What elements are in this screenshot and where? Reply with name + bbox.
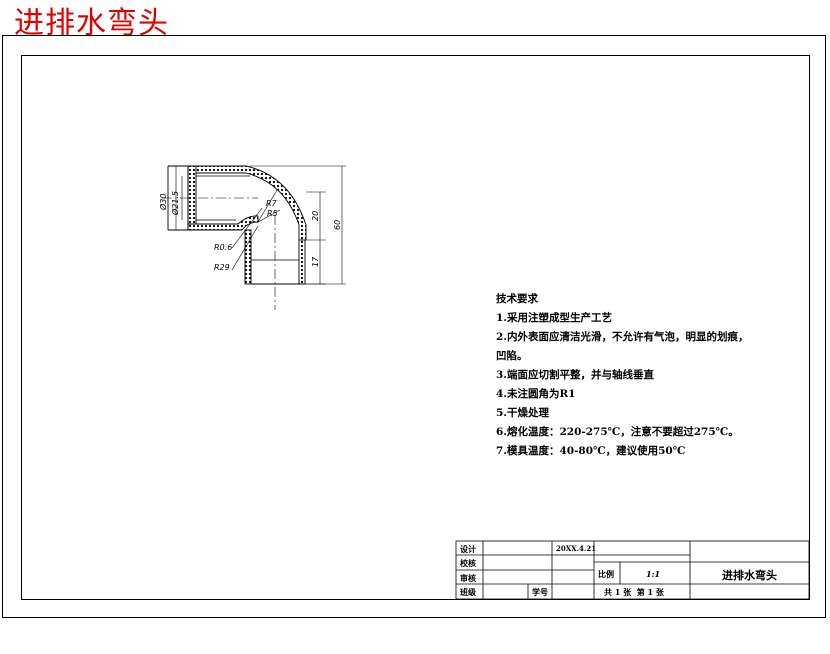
dim-r-small: R0.6 [214,243,232,252]
dim-outer-dia: Ø30 [158,194,168,211]
elbow-section [167,165,307,285]
tb-review-label: 审核 [460,573,476,583]
dimension-lines [175,165,346,285]
dim-r-large: R29 [214,263,230,272]
tb-design-date: 20XX.4.21 [556,544,597,553]
requirement-item: 7.模具温度：40-80℃，建议使用50℃ [496,445,686,457]
dim-inner-dia: Ø21.5 [170,191,180,216]
dim-height-low: 17 [311,256,320,267]
tb-design-label: 设计 [460,544,476,554]
dim-r-outer: R7 [266,199,278,208]
requirement-item: 2.内外表面应清洁光滑，不允许有气泡，明显的划痕， [496,331,749,343]
requirement-item: 4.未注圆角为R1 [496,388,576,400]
tb-student-id-label: 学号 [532,587,548,597]
tb-sheet-info: 共 1 张 第 1 张 [604,587,664,597]
requirements-heading: 技术要求 [496,293,538,305]
tb-scale-value: 1:1 [646,569,661,579]
center-lines [162,197,276,310]
inner-border [21,55,810,600]
dim-height-mid: 20 [311,211,320,221]
requirement-item: 6.熔化温度：220-275℃，注意不要超过275℃。 [496,426,739,438]
requirement-item: 5.干燥处理 [496,407,549,419]
requirement-item: 凹陷。 [496,350,528,362]
technical-requirements: 技术要求 1.采用注塑成型生产工艺 2.内外表面应清洁光滑，不允许有气泡，明显的… [496,290,748,461]
tb-class-label: 班级 [460,587,476,597]
requirement-item: 3.端面应切割平整，并与轴线垂直 [496,369,654,381]
dim-r-inner: R5 [267,209,278,218]
tb-drawing-name: 进排水弯头 [722,569,777,582]
tb-check-label: 校核 [460,558,476,568]
requirement-item: 1.采用注塑成型生产工艺 [496,312,612,324]
tb-scale-label: 比例 [598,569,614,579]
dim-height-total: 60 [333,220,342,230]
title-block-grid [455,540,810,600]
outer-border [2,35,826,618]
